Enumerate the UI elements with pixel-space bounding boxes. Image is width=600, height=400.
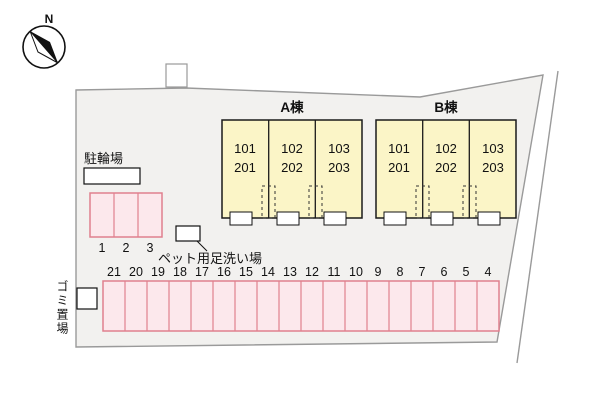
- stairwell-dashed: [308, 185, 323, 219]
- building-a-outline: [221, 119, 363, 219]
- parking-space-number: 14: [261, 265, 275, 279]
- unit-rooms-label: 101: [388, 141, 410, 156]
- compass-needle-light: [29, 30, 59, 64]
- unit-rooms-label: 102: [281, 141, 303, 156]
- parking-space-number: 21: [107, 265, 121, 279]
- bike-parking-label: 駐輪場: [84, 151, 123, 166]
- parking-space-number: 19: [151, 265, 165, 279]
- north-compass-icon: N: [22, 12, 66, 69]
- parking-space-number: 10: [349, 265, 363, 279]
- entrance-porch: [276, 211, 300, 226]
- parking-space-number: 15: [239, 265, 253, 279]
- entrance-porch: [477, 211, 501, 226]
- building-a-label: A棟: [280, 99, 304, 115]
- stairwell-dashed: [261, 185, 276, 219]
- parking-space-number: 4: [485, 265, 492, 279]
- parking-space-number: 11: [328, 265, 341, 279]
- bike-space-number: 1: [99, 241, 106, 255]
- parking-space-number: 8: [397, 265, 404, 279]
- entrance-porch: [430, 211, 454, 226]
- bike-parking-spaces: [89, 192, 163, 238]
- parking-row: 21 20 19 18 17 16 15 14 13 12 11 10 9 8 …: [102, 265, 500, 332]
- parking-space-number: 13: [283, 265, 297, 279]
- parking-space-number: 18: [173, 265, 187, 279]
- parking-space-number: 20: [129, 265, 143, 279]
- entrance-porch: [383, 211, 407, 226]
- entrance-porch: [229, 211, 253, 226]
- building-b: B棟 101 201 102 202 103 203: [375, 99, 517, 226]
- entrance-porch: [323, 211, 347, 226]
- unit-rooms-label: 103: [482, 141, 504, 156]
- parking-space-number: 9: [375, 265, 382, 279]
- compass-north-label: N: [45, 12, 54, 26]
- pet-wash-station: [175, 225, 201, 242]
- garbage-area-label: ゴミ置場: [55, 280, 69, 336]
- building-a: A棟 101 201 102 202 103 203: [221, 99, 363, 226]
- unit-rooms-label: 203: [482, 160, 504, 175]
- unit-rooms-label: 201: [234, 160, 256, 175]
- parking-space-number: 17: [195, 265, 209, 279]
- pet-wash-leader-line: [196, 240, 208, 252]
- unit-rooms-label: 102: [435, 141, 457, 156]
- unit-rooms-label: 202: [435, 160, 457, 175]
- parking-space-number: 5: [463, 265, 470, 279]
- parking-space-number: 12: [305, 265, 319, 279]
- stairwell-dashed: [415, 185, 430, 219]
- parking-space-number: 7: [419, 265, 426, 279]
- unit-rooms-label: 103: [328, 141, 350, 156]
- unit-rooms-label: 203: [328, 160, 350, 175]
- road-edge-line: [516, 70, 559, 364]
- unit-rooms-label: 101: [234, 141, 256, 156]
- stairwell-dashed: [462, 185, 477, 219]
- bike-space-number: 2: [123, 241, 130, 255]
- bike-parking-structure: [83, 167, 141, 185]
- parking-space-number: 6: [441, 265, 448, 279]
- bike-space-number: 3: [147, 241, 154, 255]
- boundary-notch: [165, 63, 188, 88]
- parking-space-number: 16: [217, 265, 231, 279]
- unit-rooms-label: 201: [388, 160, 410, 175]
- garbage-area-box: [76, 287, 98, 310]
- unit-rooms-label: 202: [281, 160, 303, 175]
- pet-wash-label: ペット用足洗い場: [158, 251, 262, 266]
- building-b-label: B棟: [434, 99, 458, 115]
